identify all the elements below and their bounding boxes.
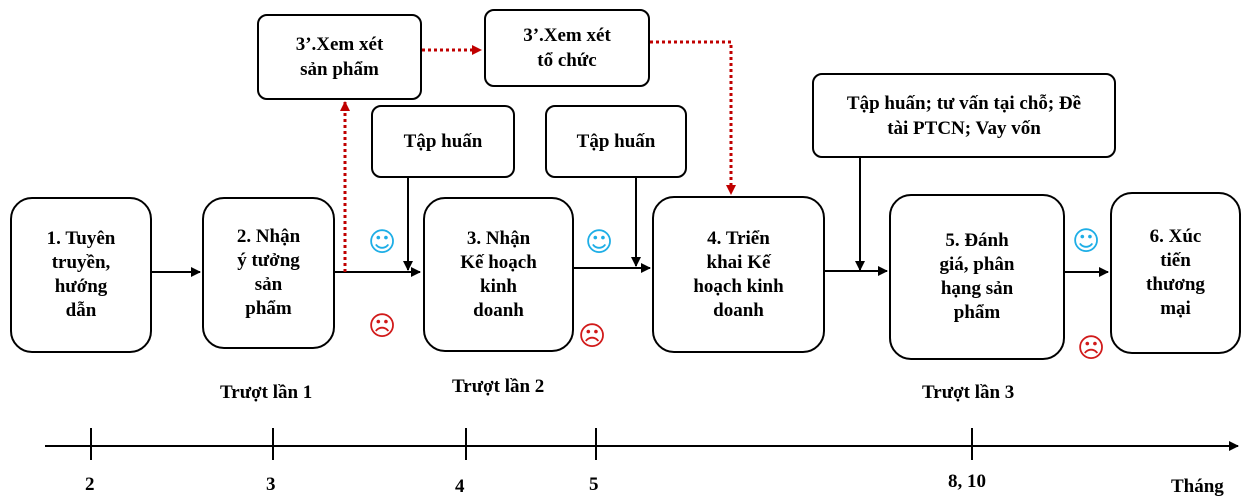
step-5-box: 5. Đánh giá, phân hạng sản phẩm <box>889 194 1065 360</box>
tick-label-5: 5 <box>589 474 599 495</box>
pass-smile-icon-3: ☺ <box>1072 226 1101 257</box>
dotted-organization-to-step4 <box>650 40 736 195</box>
fail-frown-icon-3: ☹ <box>1077 333 1106 364</box>
step-5-label: 5. Đánh giá, phân hạng sản phẩm <box>939 230 1015 323</box>
step-6-box: 6. Xúc tiến thương mại <box>1110 192 1241 354</box>
step-1-box: 1. Tuyên truyền, hướng dẫn <box>10 197 152 353</box>
step-3-label: 3. Nhận Kế hoạch kinh doanh <box>460 227 537 321</box>
product-review-label: 3’.Xem xét sản phẩm <box>295 34 384 80</box>
step-1-label: 1. Tuyên truyền, hướng dẫn <box>46 228 116 321</box>
tick-label-4: 4 <box>455 476 465 497</box>
fail-frown-icon-1: ☹ <box>368 311 397 342</box>
step-4-box: 4. Triển khai Kế hoạch kinh doanh <box>652 196 825 353</box>
tick-label-8-10: 8, 10 <box>948 471 986 492</box>
fail-label-3: Trượt lần 3 <box>922 382 1015 403</box>
tick-label-3: 3 <box>266 474 276 495</box>
product-review-box: 3’.Xem xét sản phẩm <box>257 14 422 100</box>
organization-review-label: 3’.Xem xét tổ chức <box>523 25 611 71</box>
pass-smile-icon-1: ☺ <box>368 227 397 258</box>
training-box-2: Tập huấn <box>545 105 687 178</box>
fail-frown-icon-2: ☹ <box>578 321 607 352</box>
training-label-1: Tập huấn <box>403 131 483 152</box>
fail-label-2: Trượt lần 2 <box>452 376 545 397</box>
pass-smile-icon-2: ☺ <box>585 227 614 258</box>
combined-support-box: Tập huấn; tư vấn tại chỗ; Đề tài PTCN; V… <box>812 73 1116 158</box>
timeline-unit-label: Tháng <box>1171 476 1224 497</box>
tick-label-2: 2 <box>85 474 95 495</box>
training-label-2: Tập huấn <box>576 131 656 152</box>
combined-support-label: Tập huấn; tư vấn tại chỗ; Đề tài PTCN; V… <box>846 92 1082 139</box>
step-6-label: 6. Xúc tiến thương mại <box>1146 226 1205 319</box>
step-2-label: 2. Nhận ý tưởng sản phẩm <box>236 226 301 319</box>
step-2-box: 2. Nhận ý tưởng sản phẩm <box>202 197 335 349</box>
organization-review-box: 3’.Xem xét tổ chức <box>484 9 650 87</box>
step-3-box: 3. Nhận Kế hoạch kinh doanh <box>423 197 574 352</box>
fail-label-1: Trượt lần 1 <box>220 382 313 403</box>
training-box-1: Tập huấn <box>371 105 515 178</box>
step-4-label: 4. Triển khai Kế hoạch kinh doanh <box>693 227 784 321</box>
